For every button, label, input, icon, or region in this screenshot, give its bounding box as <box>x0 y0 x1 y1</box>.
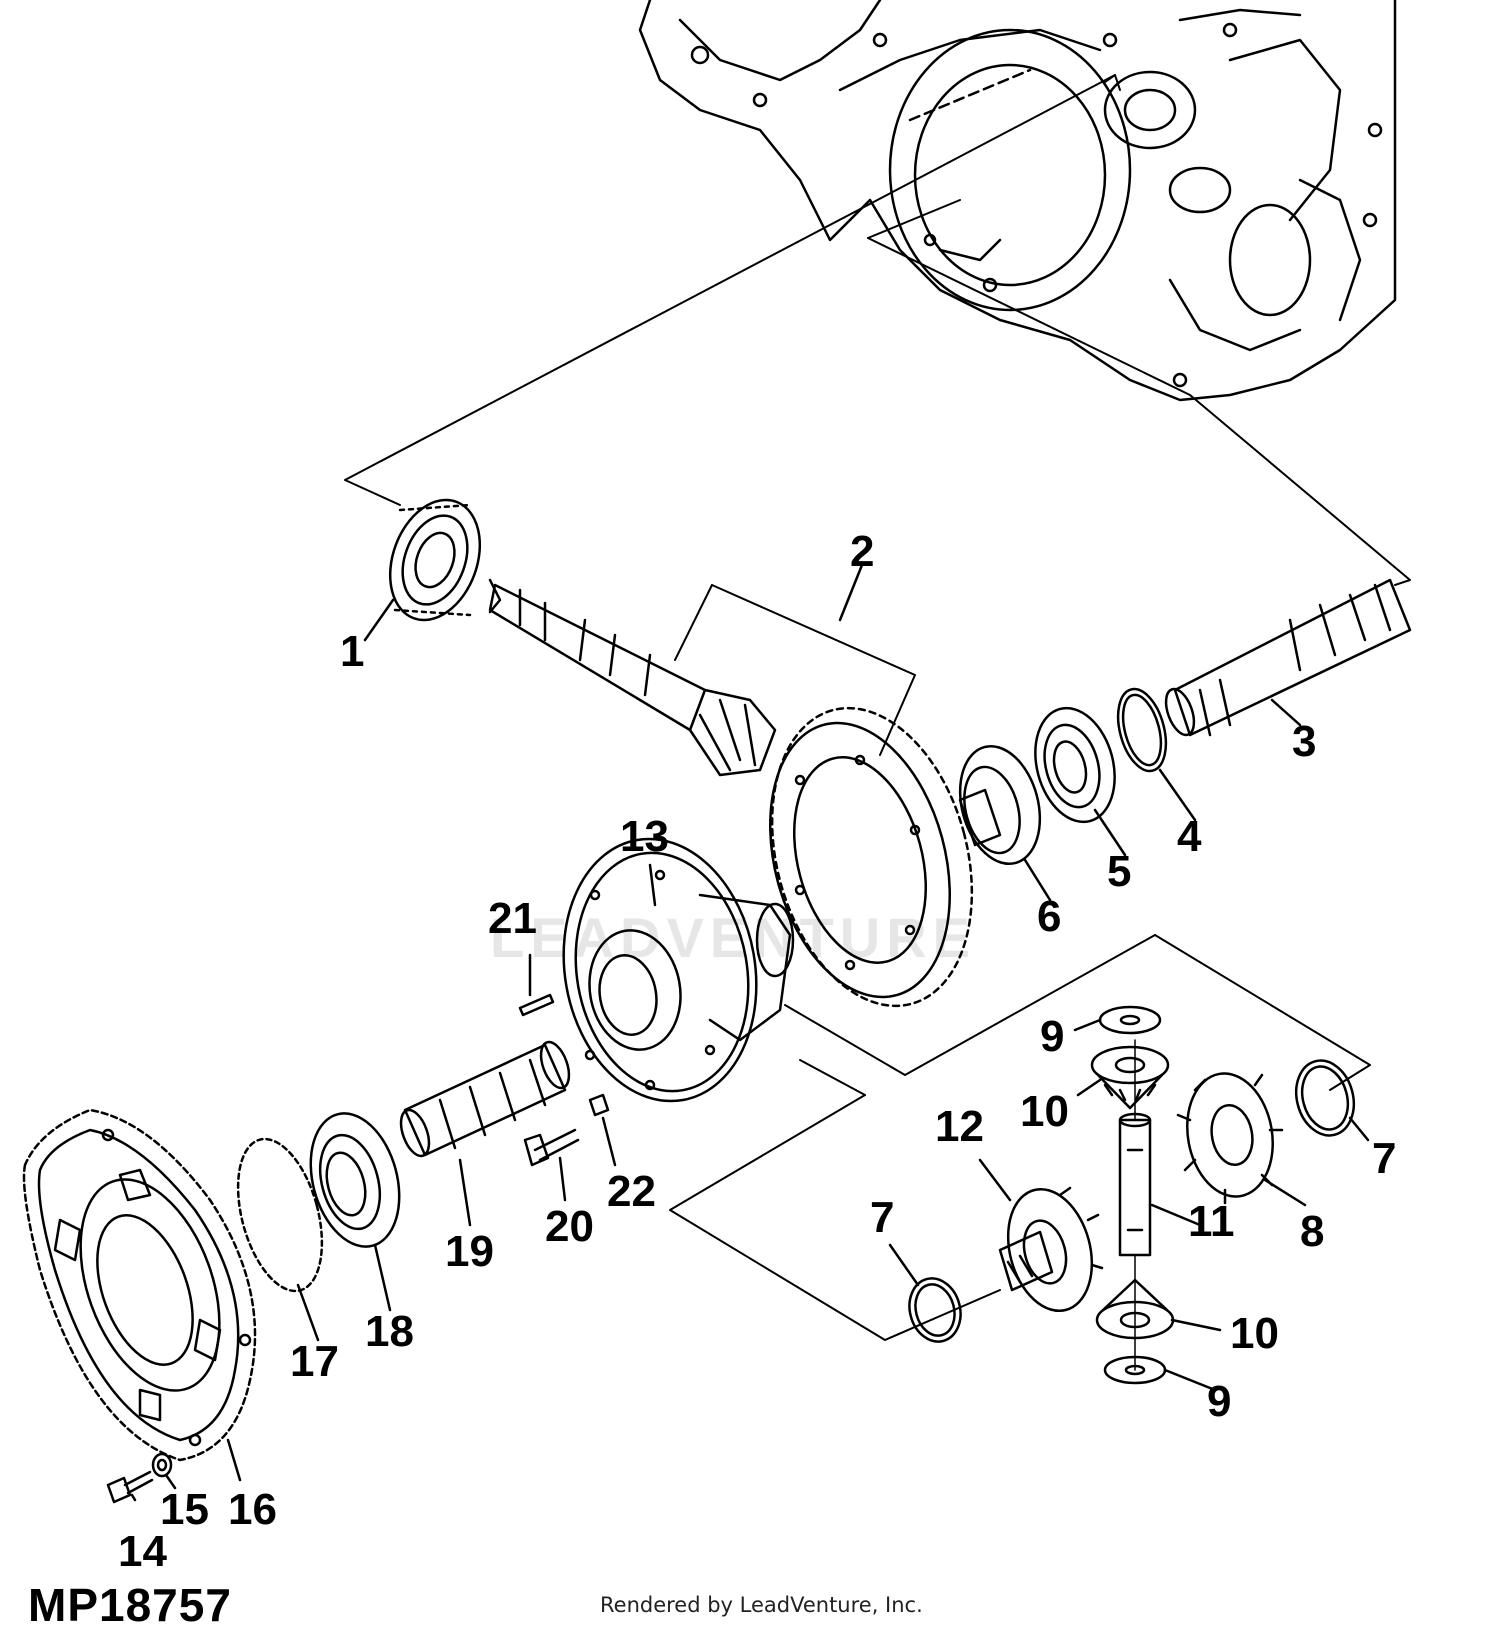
callout-17: 17 <box>290 1337 339 1386</box>
callout-1: 1 <box>340 627 365 676</box>
callout-6: 6 <box>1037 892 1062 941</box>
part-15-washer <box>151 1452 173 1478</box>
part-1-bearing <box>388 498 482 622</box>
part-14-bolt <box>106 1470 154 1504</box>
part-10-pinion-gear-upper <box>1090 1045 1170 1110</box>
callout-16: 16 <box>228 1485 277 1534</box>
diagram-id: MP18757 <box>28 1579 232 1631</box>
part-18-bearing <box>309 1112 401 1248</box>
part-12-side-gear <box>998 1186 1104 1313</box>
part-19-axle-shaft <box>399 1040 571 1158</box>
callout-5: 5 <box>1107 847 1132 896</box>
part-11-cross-shaft <box>1118 1039 1152 1371</box>
callout-20: 20 <box>545 1202 594 1251</box>
callout-3: 3 <box>1292 717 1317 766</box>
callout-9-lower: 9 <box>1207 1377 1232 1426</box>
part-6-bearing-cup <box>958 744 1042 866</box>
callout-10-upper: 10 <box>1020 1087 1069 1136</box>
callout-leaders <box>130 563 1370 1502</box>
callout-22: 22 <box>607 1167 656 1216</box>
callout-15: 15 <box>160 1485 209 1534</box>
callout-7-left: 7 <box>870 1193 895 1242</box>
part-22-nut <box>588 1093 610 1117</box>
part-3-input-shaft <box>1164 578 1412 737</box>
callout-2: 2 <box>850 527 875 576</box>
ring-gear <box>769 706 974 1008</box>
callout-18: 18 <box>365 1307 414 1356</box>
part-16-housing-cover <box>22 1108 257 1462</box>
leadventure-watermark: LEADVENTURE <box>490 906 977 969</box>
callout-8: 8 <box>1300 1207 1325 1256</box>
transmission-housing <box>638 0 1397 402</box>
part-2-pinion-shaft <box>488 578 777 777</box>
part-20-bolt <box>523 1128 580 1167</box>
callout-4: 4 <box>1177 812 1202 861</box>
callout-19: 19 <box>445 1227 494 1276</box>
callout-12: 12 <box>935 1102 984 1151</box>
part-7-thrust-ring-right <box>1294 1059 1356 1137</box>
part-9-thrust-washer-upper <box>1098 1005 1162 1035</box>
callout-13: 13 <box>620 812 669 861</box>
part-17-o-ring <box>236 1137 324 1293</box>
part-5-bearing <box>1034 706 1116 824</box>
callout-11: 11 <box>1188 1197 1235 1246</box>
part-7-thrust-ring-left <box>908 1277 962 1343</box>
callout-9-upper: 9 <box>1040 1012 1065 1061</box>
callout-14: 14 <box>118 1527 167 1576</box>
part-8-side-gear <box>1176 1072 1284 1205</box>
render-credit: Rendered by LeadVenture, Inc. <box>600 1593 923 1617</box>
part-21-pin <box>518 993 555 1017</box>
part-13-differential-case <box>562 837 795 1103</box>
callout-7-right: 7 <box>1372 1134 1397 1183</box>
callout-10-lower: 10 <box>1230 1309 1279 1358</box>
part-4-snap-ring <box>1116 687 1168 773</box>
callout-21: 21 <box>488 894 537 943</box>
